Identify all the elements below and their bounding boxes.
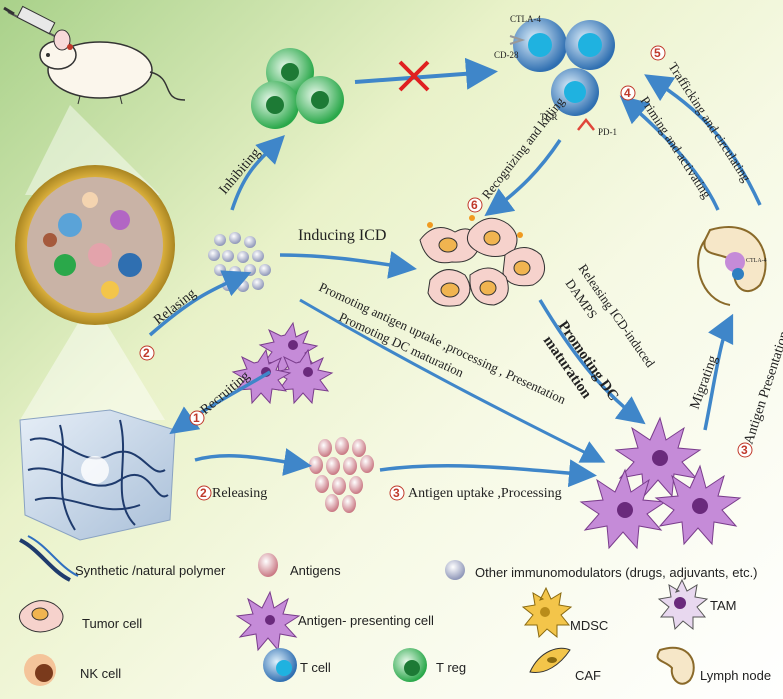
number-badge-1: 1: [189, 410, 205, 426]
arrow-inhibiting: [230, 135, 285, 211]
lymph-ctla4-label: CTLA-4: [746, 258, 767, 264]
tumor-cells-cluster: [419, 215, 546, 307]
number-badge-2b: 2: [196, 485, 212, 501]
step-trafficking-label: Trafficking and circulating: [665, 59, 754, 184]
t-cell-cluster: [513, 18, 615, 116]
arrow-migrating: [703, 313, 734, 431]
legend-nk: NK cell: [80, 666, 121, 681]
legend-caf: CAF: [575, 668, 601, 683]
step-migrating-label: Migrating: [688, 354, 721, 412]
receptor-cd28-label: CD-28: [494, 50, 519, 60]
svg-text:2: 2: [143, 346, 150, 360]
svg-text:2: 2: [200, 486, 207, 500]
svg-text:1: 1: [193, 411, 200, 425]
svg-text:5: 5: [654, 46, 661, 60]
immunomodulator-legend-icon: [445, 560, 465, 580]
mouse-icon: [39, 29, 186, 105]
arrow-releasing: [194, 448, 312, 476]
number-badge-5: 5: [650, 45, 666, 61]
svg-text:6: 6: [471, 198, 478, 212]
receptor-tcr-label: TCR: [540, 112, 558, 122]
polymer-legend-icon: [19, 538, 71, 582]
mature-dc-cluster: [579, 416, 742, 550]
legend-apc: Antigen- presenting cell: [298, 613, 434, 628]
legend-lymph: Lymph node: [700, 668, 771, 683]
step-inducing-icd-label: Inducing ICD: [298, 227, 386, 244]
svg-text:3: 3: [741, 443, 748, 457]
treg-cluster: [251, 48, 344, 129]
arrow-recruiting: [169, 370, 271, 435]
ctla4-receptor-icon: [509, 35, 526, 45]
legend-mdsc: MDSC: [570, 618, 608, 633]
number-badge-6: 6: [467, 197, 483, 213]
apc-cluster-small: [231, 321, 334, 405]
number-badge-4: 4: [620, 85, 636, 101]
legend-tumor: Tumor cell: [82, 616, 142, 631]
lymph-node-legend-icon: [656, 646, 695, 685]
legend-antigens: Antigens: [290, 563, 341, 578]
hydrogel-cube: [19, 409, 176, 541]
arrow-inducing-icd: [279, 251, 417, 279]
arrow-relasing: [148, 270, 252, 337]
step-releasing-label: Releasing: [212, 486, 267, 501]
arrow-trafficking: [644, 74, 762, 206]
block-x-icon: [398, 60, 430, 92]
step-antigen-presentation-label: Antigen Presentation: [742, 330, 783, 447]
legend-tcell: T cell: [300, 660, 331, 675]
blocked-arrow: [354, 57, 498, 90]
antigen-legend-icon: [258, 553, 278, 577]
pd1-receptor-icon: [577, 117, 595, 131]
step-recruiting-label: Recruiting: [198, 369, 253, 418]
number-badge-3b: 3: [737, 442, 753, 458]
tumor-microenvironment-sphere: [15, 165, 175, 325]
legend: Synthetic /natural polymer Antigens Othe…: [18, 535, 771, 686]
receptor-ctla4-label: CTLA-4: [510, 14, 541, 24]
lymph-node-icon: [697, 226, 767, 306]
arrow-antigen-uptake: [379, 459, 597, 488]
step-antigen-uptake-label: Antigen uptake ,Processing: [408, 486, 562, 501]
svg-text:3: 3: [393, 486, 400, 500]
legend-tam: TAM: [710, 598, 736, 613]
svg-text:4: 4: [624, 86, 631, 100]
legend-treg: T reg: [436, 660, 466, 675]
antigen-particles: [309, 437, 374, 513]
arrow-priming: [619, 95, 720, 211]
immunomodulator-particles: [208, 232, 271, 292]
arrow-promoting-presentation: [299, 298, 606, 463]
number-badge-2a: 2: [139, 345, 155, 361]
arrow-recognizing: [484, 139, 562, 217]
receptor-pd1-label: PD-1: [598, 127, 617, 137]
light-cone-bottom: [20, 300, 165, 420]
arrow-releasing-damps: [538, 299, 646, 425]
legend-immunomodulators: Other immunomodulators (drugs, adjuvants…: [475, 565, 758, 580]
number-badge-3a: 3: [389, 485, 405, 501]
legend-polymer: Synthetic /natural polymer: [75, 563, 226, 578]
